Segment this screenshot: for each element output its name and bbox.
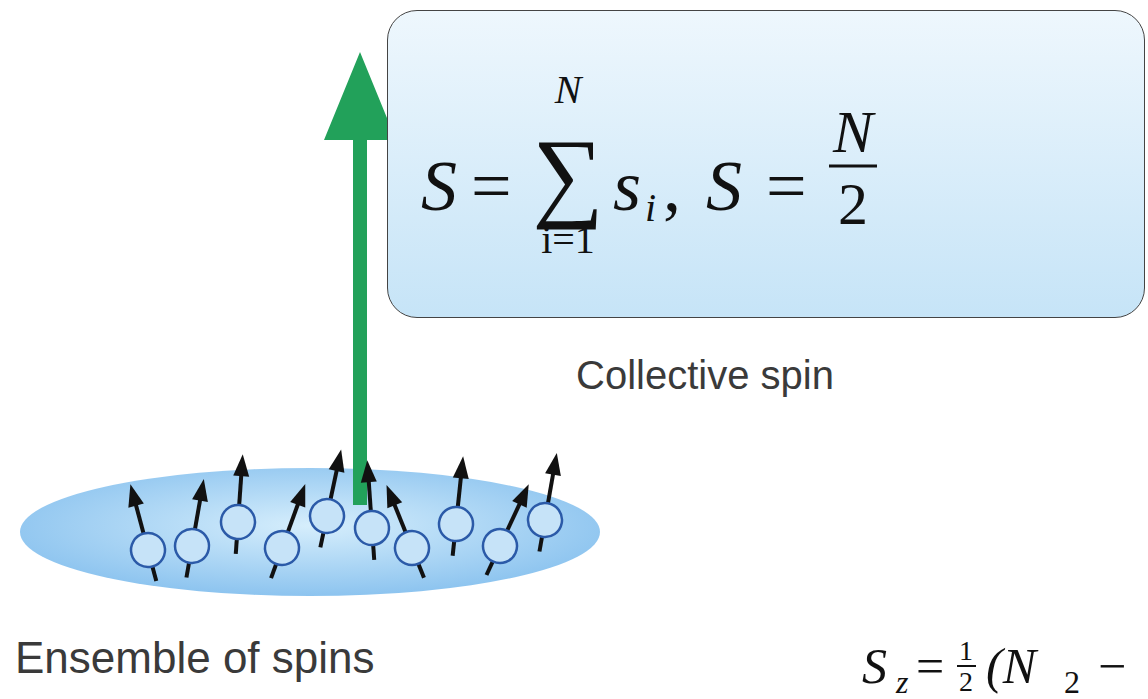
spin-particle <box>525 500 564 539</box>
formula-symbol: = <box>471 150 512 222</box>
formula-symbol: = <box>916 641 944 691</box>
formula-symbol: z <box>896 666 908 698</box>
spin-head <box>545 452 565 476</box>
formula-symbol: 2 <box>1064 666 1080 698</box>
spin-particle <box>127 529 169 571</box>
formula-symbol: N <box>555 70 582 110</box>
spin <box>219 453 260 555</box>
spin <box>350 459 391 561</box>
spin-head <box>123 482 144 507</box>
spin <box>170 476 221 580</box>
spin-head <box>192 478 212 502</box>
spin-head <box>329 448 349 473</box>
spin <box>523 450 574 554</box>
spin-particle <box>437 505 474 542</box>
formula-symbol: i=1 <box>541 220 595 260</box>
spin-particle <box>477 523 522 568</box>
formula-symbol: 1 <box>959 637 973 665</box>
formula-symbol: N <box>833 102 873 162</box>
spin-head <box>233 454 250 477</box>
spin-head <box>512 481 536 508</box>
spin-particle <box>260 526 304 570</box>
formula-symbol: i <box>645 188 656 228</box>
spin <box>255 478 321 584</box>
fraction-bar <box>957 665 976 667</box>
spin-particle <box>220 504 256 540</box>
spin-particle <box>172 526 211 565</box>
spin-head <box>359 460 376 483</box>
formula-symbol: , <box>663 150 681 222</box>
caption-label: Collective spin <box>576 355 834 395</box>
spin-particle <box>390 526 434 570</box>
formula-symbol: S <box>862 641 887 691</box>
formula-symbol: = <box>766 150 807 222</box>
formula-symbol: S <box>706 150 742 222</box>
ensemble-cloud <box>20 468 600 596</box>
spin-head <box>290 481 313 507</box>
spin <box>114 480 173 585</box>
caption-label: Ensemble of spins <box>15 636 375 680</box>
spin-particle <box>354 510 390 546</box>
spin-group <box>114 446 574 585</box>
fraction-bar <box>829 165 877 168</box>
formula-symbol: − <box>1098 641 1126 691</box>
formula-symbol: (N <box>986 641 1036 691</box>
formula-symbol: 2 <box>959 668 973 696</box>
spin-head <box>379 482 402 508</box>
collective-spin-arrow <box>324 52 396 505</box>
spin-head <box>453 456 471 480</box>
formula-box: S⃗=N∑i=1s⃗i,S=N2 <box>387 10 1145 318</box>
formula-symbol: 2 <box>838 174 868 234</box>
spin <box>436 455 480 558</box>
formula-symbol: ∑ <box>532 125 603 225</box>
spin <box>304 446 358 551</box>
spin-particle <box>307 496 347 536</box>
